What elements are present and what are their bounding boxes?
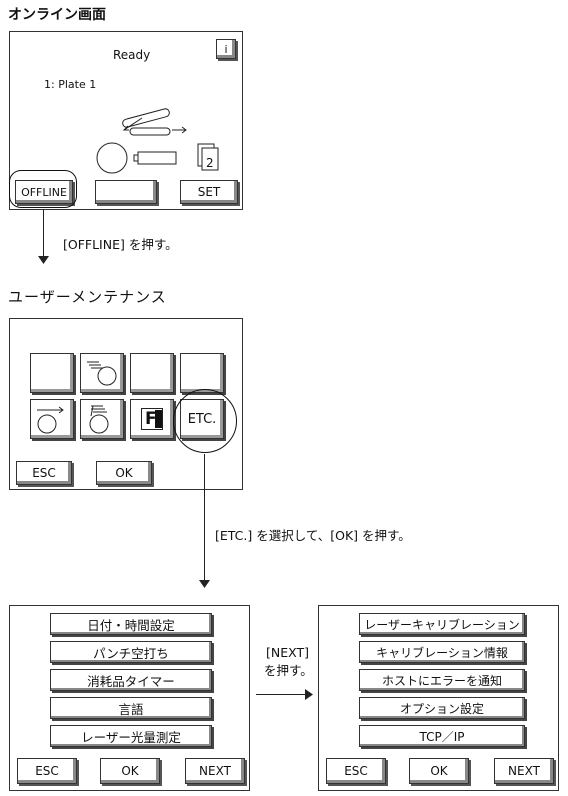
menu1-item-consumable-timer[interactable]: 消耗品タイマー: [50, 669, 212, 691]
tile-font[interactable]: F: [130, 399, 174, 439]
status-text: Ready: [113, 48, 151, 62]
menu-page-2: レーザーキャリブレーション キャリブレーション情報 ホストにエラーを通知 オプシ…: [318, 605, 559, 791]
tile-blank-1[interactable]: [30, 353, 74, 393]
arrow-line-2: [204, 454, 205, 582]
menu2-item-notify-host[interactable]: ホストにエラーを通知: [359, 669, 525, 691]
drum-brush-icon: [89, 405, 109, 434]
menu1-next-button[interactable]: NEXT: [185, 758, 245, 784]
online-screen-title: オンライン画面: [8, 7, 106, 23]
menu1-ok-button[interactable]: OK: [100, 758, 160, 784]
etc-highlight: [173, 389, 237, 453]
info-button[interactable]: i: [216, 39, 236, 59]
font-icon-bar: [155, 410, 162, 428]
menu1-item-laser-power[interactable]: レーザー光量測定: [50, 725, 212, 747]
menu1-esc-label: ESC: [35, 764, 59, 778]
menu2-item-laser-calibration[interactable]: レーザーキャリブレーション: [359, 613, 525, 635]
arrow-line-3: [256, 694, 306, 695]
menu2-item-option-settings[interactable]: オプション設定: [359, 697, 525, 719]
menu2-ok-button[interactable]: OK: [409, 758, 469, 784]
menu1-esc-button[interactable]: ESC: [17, 758, 77, 784]
plate-transfer-icon: [122, 108, 187, 136]
user-maintenance-title: ユーザーメンテナンス: [8, 288, 167, 306]
tile-drum-brush[interactable]: [80, 399, 124, 439]
menu1-item-punch-test[interactable]: パンチ空打ち: [50, 641, 212, 663]
tile-drum-cleaning[interactable]: [80, 353, 124, 393]
set-button[interactable]: SET: [180, 180, 238, 204]
maintenance-ok-button[interactable]: OK: [96, 461, 152, 485]
online-screen-panel: Ready i 1: Plate 1 2 OFFLINE SET: [9, 31, 243, 210]
blank-button[interactable]: [95, 180, 157, 204]
menu2-next-label: NEXT: [508, 764, 540, 778]
drum-cleaning-icon: [87, 361, 117, 386]
tile-blank-3[interactable]: [180, 353, 224, 393]
set-button-label: SET: [197, 185, 221, 199]
arrow-line-1: [43, 209, 44, 259]
document-stack-icon: [197, 143, 219, 171]
maintenance-esc-button[interactable]: ESC: [16, 461, 72, 485]
offline-highlight: [9, 170, 77, 208]
press-next-caption-1: [NEXT]: [266, 645, 309, 660]
select-etc-caption: [ETC.] を選択して、[OK] を押す。: [215, 528, 411, 543]
menu2-item-calibration-info[interactable]: キャリブレーション情報: [359, 641, 525, 663]
menu-page-1: 日付・時間設定 パンチ空打ち 消耗品タイマー 言語 レーザー光量測定 ESC O…: [9, 605, 250, 791]
info-icon: i: [224, 42, 228, 56]
menu2-esc-button[interactable]: ESC: [326, 758, 386, 784]
menu1-item-date-time[interactable]: 日付・時間設定: [50, 613, 212, 635]
document-count: 2: [206, 156, 214, 170]
tile-drum-rotate[interactable]: [30, 399, 74, 439]
ok-label: OK: [115, 466, 133, 480]
menu1-item-language[interactable]: 言語: [50, 697, 212, 719]
plate-label: 1: Plate 1: [44, 78, 97, 91]
arrow-head-3: [305, 689, 313, 700]
font-icon: F: [145, 409, 157, 429]
arrow-head-1: [38, 256, 49, 264]
tile-blank-2[interactable]: [130, 353, 174, 393]
press-next-caption-2: を押す。: [264, 663, 313, 678]
offline-button[interactable]: OFFLINE: [15, 180, 73, 204]
cassette-icon: [133, 151, 177, 165]
menu2-item-tcp-ip[interactable]: TCP／IP: [359, 725, 525, 747]
plate-illustration: [96, 108, 219, 174]
menu1-next-label: NEXT: [199, 764, 231, 778]
menu2-next-button[interactable]: NEXT: [494, 758, 554, 784]
menu1-ok-label: OK: [121, 764, 139, 778]
press-offline-caption: [OFFLINE] を押す。: [63, 237, 178, 252]
menu2-ok-label: OK: [430, 764, 448, 778]
offline-button-label: OFFLINE: [21, 185, 67, 199]
drum-icon: [96, 142, 128, 174]
menu2-esc-label: ESC: [344, 764, 368, 778]
esc-label: ESC: [32, 466, 56, 480]
arrow-head-2: [199, 580, 210, 588]
drum-rotate-icon: [37, 406, 64, 434]
